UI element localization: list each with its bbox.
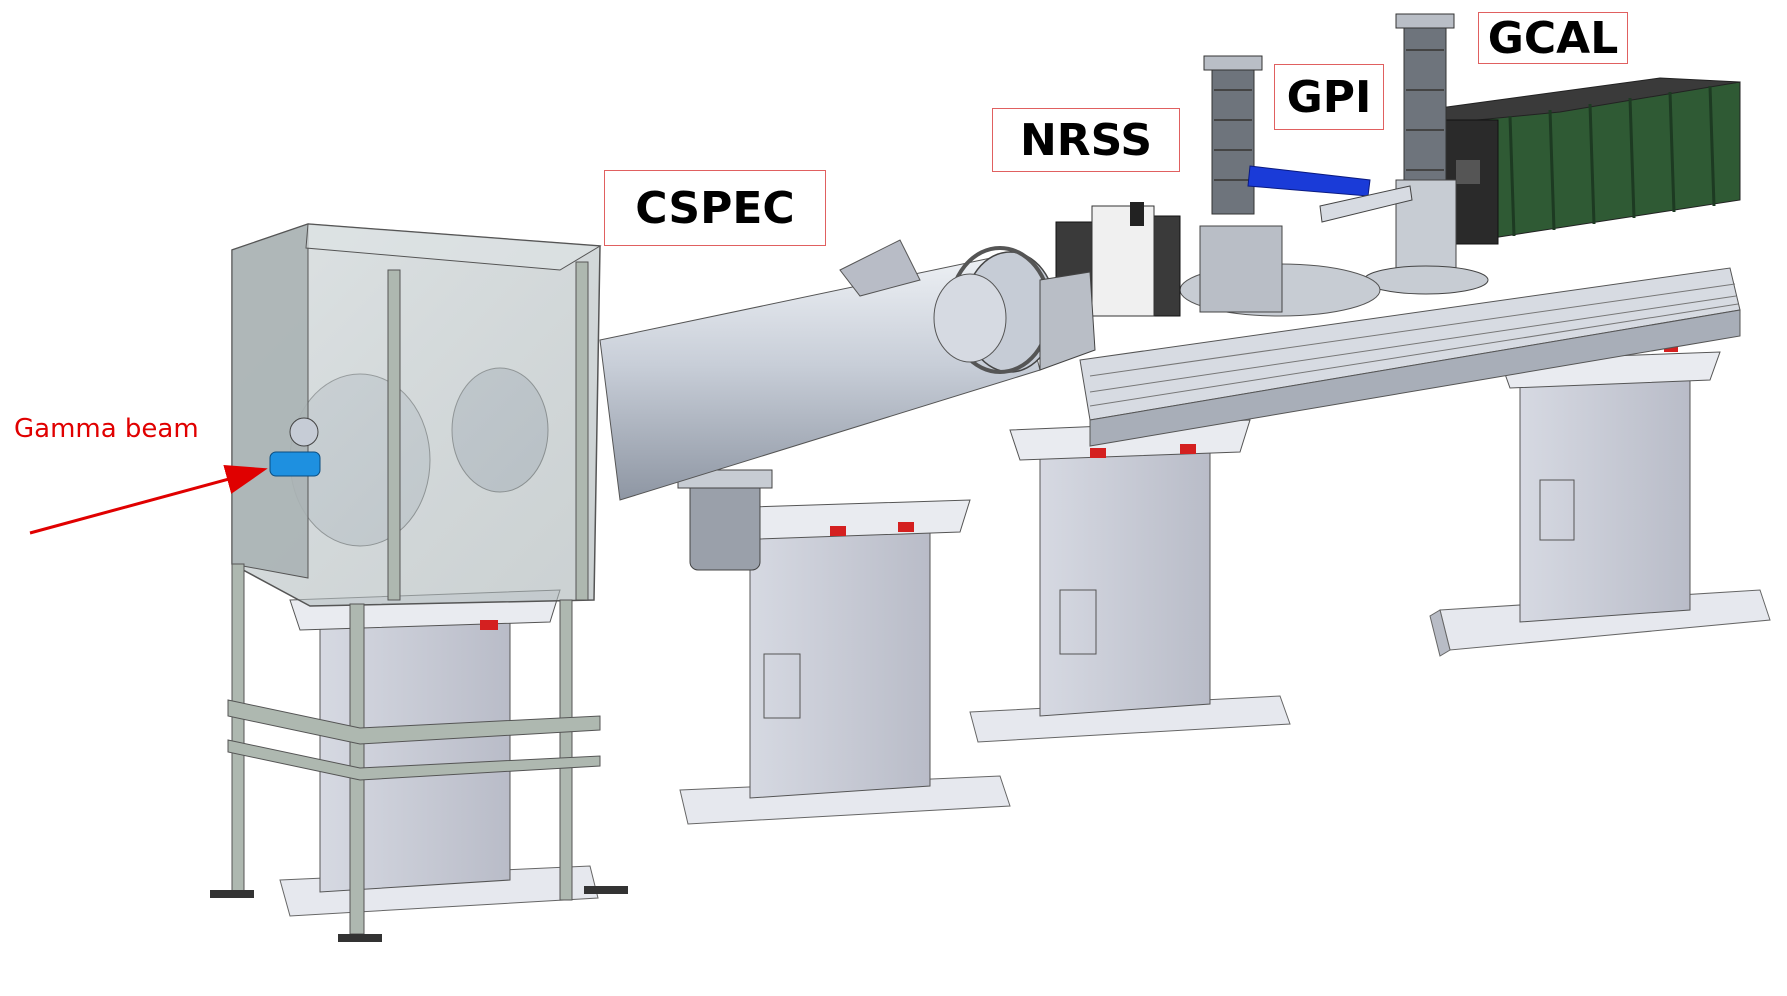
gcal-detector	[1435, 77, 1741, 247]
nrss-spectrometer	[1055, 202, 1181, 317]
cspec-vacuum-tube	[599, 239, 1096, 501]
label-cspec: CSPEC	[604, 170, 826, 246]
support-pillar-2	[677, 469, 1011, 825]
gpi-polarimeter	[1179, 13, 1489, 317]
label-gpi: GPI	[1274, 64, 1384, 130]
gamma-beam-arrow	[29, 464, 268, 535]
support-rail	[1079, 267, 1741, 447]
label-gamma-beam: Gamma beam	[14, 414, 199, 444]
label-gcal: GCAL	[1478, 12, 1628, 64]
support-pillar-3	[969, 419, 1291, 743]
support-pillar-4	[1429, 342, 1771, 657]
target-chamber	[210, 223, 628, 942]
support-pillar-1	[279, 589, 599, 917]
label-nrss: NRSS	[992, 108, 1180, 172]
